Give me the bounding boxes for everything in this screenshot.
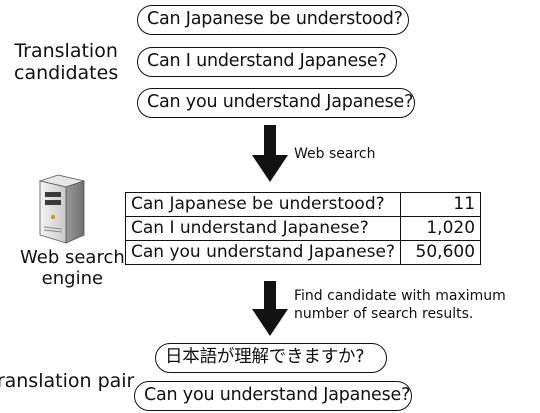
pair-target-pill: Can you understand Japanese? <box>134 381 412 411</box>
result-count: 1,020 <box>400 216 482 241</box>
pair-source-pill: 日本語が理解できますか? <box>155 343 387 373</box>
max-results-step-label: Find candidate with maximum number of se… <box>294 287 506 323</box>
table-row: Can Japanese be understood? 11 <box>124 192 482 217</box>
engine-label-line1: Web search <box>20 247 125 268</box>
server-icon <box>38 174 86 244</box>
result-candidate: Can you understand Japanese? <box>124 240 402 265</box>
result-count: 50,600 <box>400 240 482 265</box>
search-results-table: Can Japanese be understood? 11 Can I und… <box>124 192 482 265</box>
translation-candidates-label: Translation candidates <box>14 40 118 84</box>
engine-label-line2: engine <box>41 268 104 289</box>
candidates-label-line1: Translation <box>14 40 118 62</box>
candidate-pill-3: Can you understand Japanese? <box>137 88 415 118</box>
table-row: Can you understand Japanese? 50,600 <box>124 240 482 265</box>
result-candidate: Can I understand Japanese? <box>124 216 402 241</box>
down-arrow-1 <box>252 125 288 182</box>
translation-pair-label: Translation pair <box>0 370 135 392</box>
step2-line1: Find candidate with maximum <box>294 288 506 304</box>
step2-line2: number of search results. <box>294 306 474 322</box>
web-search-step-label: Web search <box>294 146 376 162</box>
candidate-pill-1: Can Japanese be understood? <box>137 5 409 35</box>
down-arrow-2 <box>252 281 288 336</box>
table-row: Can I understand Japanese? 1,020 <box>124 216 482 241</box>
candidates-label-line2: candidates <box>14 62 119 84</box>
result-candidate: Can Japanese be understood? <box>124 192 402 217</box>
web-search-engine-label: Web search engine <box>20 247 125 289</box>
candidate-pill-2: Can I understand Japanese? <box>137 47 397 77</box>
result-count: 11 <box>400 192 482 217</box>
